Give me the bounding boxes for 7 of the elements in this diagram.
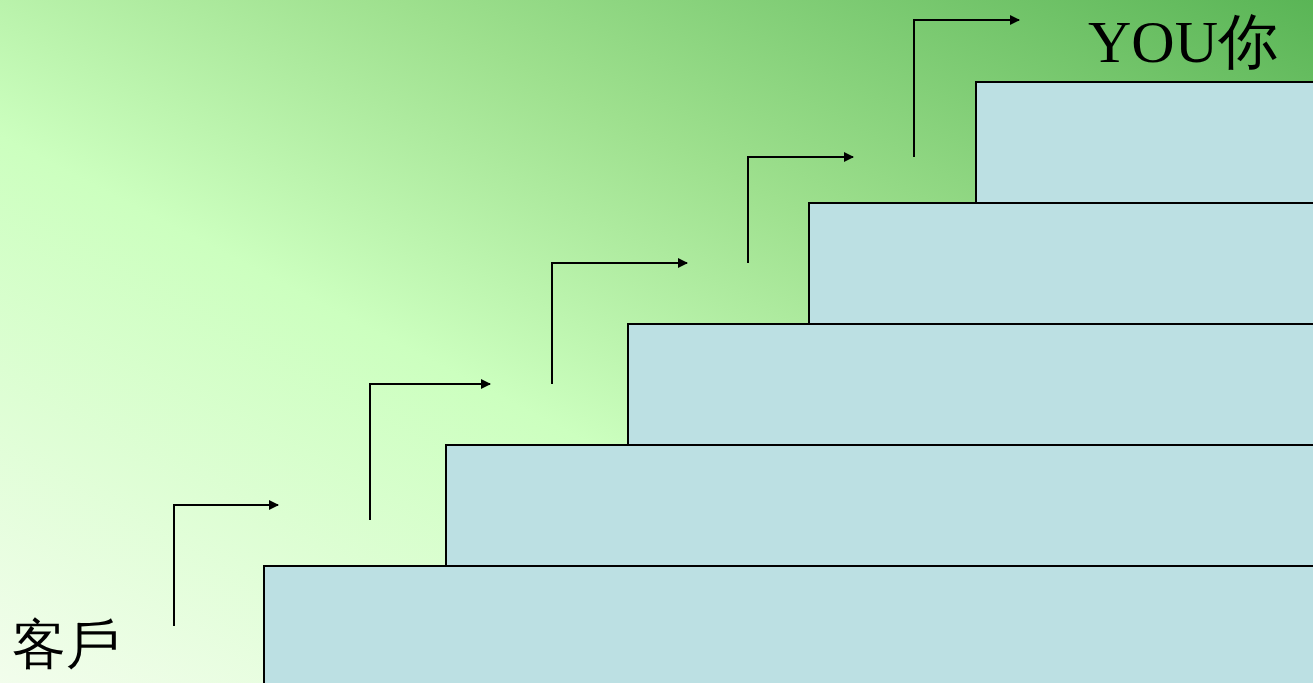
step-block (808, 202, 1313, 325)
step-block (627, 323, 1313, 446)
step-block (445, 444, 1313, 567)
step-block (975, 81, 1313, 204)
text-label: 客戶 (12, 618, 120, 672)
heading-label: YOU你 (1088, 12, 1278, 72)
step-block (263, 565, 1313, 683)
